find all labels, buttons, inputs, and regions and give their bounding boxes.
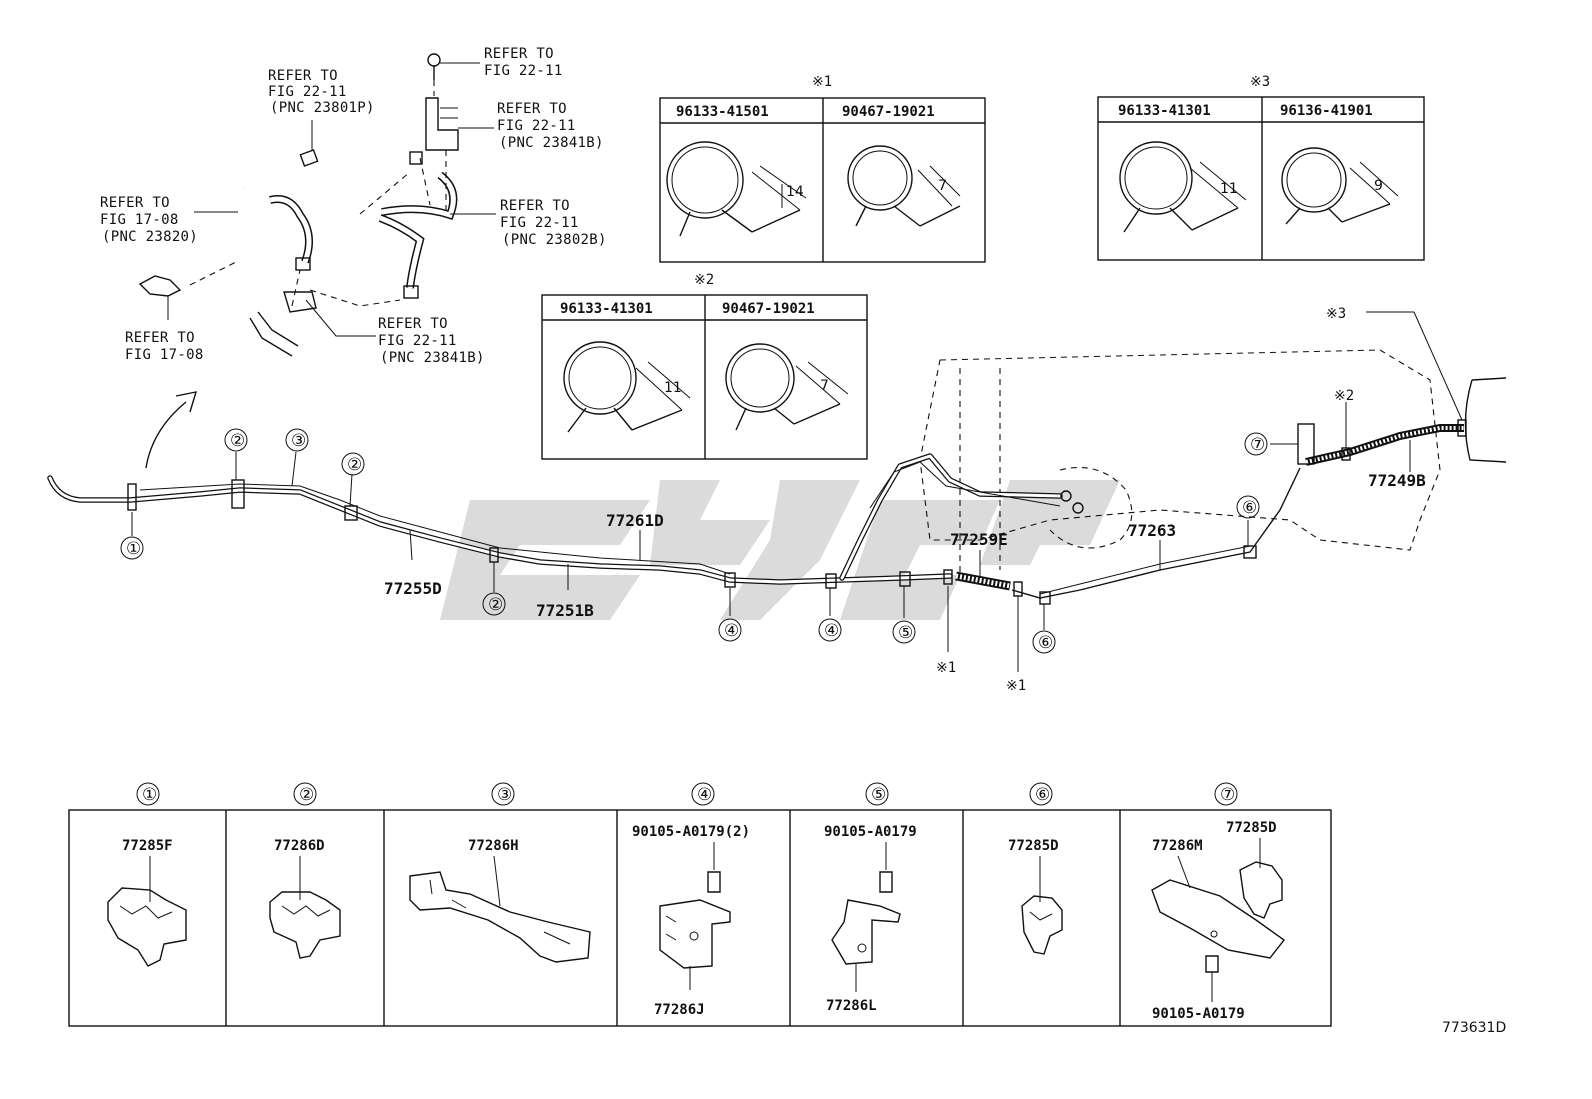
label-77259E: 77259E: [950, 530, 1008, 549]
callout-2c: ②: [482, 592, 506, 616]
ref-note-3: REFER TO FIG 22-11 (PNC 23841B): [497, 101, 604, 151]
clamp-table-2: ※2 96133-41301 90467-19021 11 7: [541, 272, 868, 460]
svg-text:11: 11: [1220, 181, 1238, 197]
callout-4b: ④: [818, 618, 842, 642]
callout-2a: ②: [224, 428, 248, 452]
cell4-part: 77286J: [654, 1002, 705, 1018]
svg-text:②: ②: [347, 455, 362, 475]
watermark-logo: [440, 480, 1120, 620]
parts-table: ① ② ③ ④ ⑤ ⑥ ⑦ 77285F 77286D 77286H 90105…: [68, 782, 1332, 1027]
ref-note-2: REFER TO FIG 22-11: [484, 46, 563, 79]
svg-text:96136-41901: 96136-41901: [1280, 103, 1373, 119]
ref-note-6: REFER TO FIG 17-08: [125, 330, 204, 363]
label-77249B: 77249B: [1368, 471, 1426, 490]
cell3-part: 77286H: [468, 838, 519, 854]
svg-text:③: ③: [291, 431, 306, 451]
svg-text:⑥: ⑥: [1038, 633, 1053, 653]
svg-text:④: ④: [824, 621, 839, 641]
svg-text:96133-41301: 96133-41301: [560, 301, 653, 317]
cell2-part: 77286D: [274, 838, 325, 854]
clamp-table-3: ※3 96133-41301 96136-41901 11 9: [1097, 74, 1425, 261]
cell5-part: 77286L: [826, 998, 877, 1014]
callout-5: ⑤: [892, 620, 916, 644]
svg-text:※3: ※3: [1250, 74, 1270, 90]
callout-1: ①: [120, 536, 144, 560]
reference-labels: REFER TO FIG 22-11 (PNC 23801P) REFER TO…: [100, 46, 607, 366]
label-77251B: 77251B: [536, 601, 594, 620]
svg-text:※2: ※2: [694, 272, 714, 288]
callout-markers: ① ② ③ ② ② ④ ④ ⑤ ⑥ ⑥ ⑦ ※1 ※1 ※2 ※3: [120, 306, 1354, 694]
svg-text:①: ①: [142, 785, 157, 805]
callout-2b: ②: [341, 452, 365, 476]
mark-x1b: ※1: [1006, 678, 1026, 694]
diagram-code: 773631D: [1442, 1020, 1506, 1036]
clamp-table-1: ※1 96133-41501 90467-19021 14 7: [659, 74, 986, 263]
svg-text:96133-41501: 96133-41501: [676, 104, 769, 120]
callout-7: ⑦: [1244, 432, 1268, 456]
cell7-bracket: 77286M: [1152, 838, 1203, 854]
ref-note-7: REFER TO FIG 22-11 (PNC 23841B): [378, 316, 485, 366]
upper-left-assembly: [138, 53, 496, 469]
label-77255D: 77255D: [384, 579, 442, 598]
cell1-part: 77285F: [122, 838, 173, 854]
svg-text:⑥: ⑥: [1242, 498, 1257, 518]
svg-text:7: 7: [938, 178, 947, 194]
svg-text:①: ①: [126, 539, 141, 559]
mark-x1a: ※1: [936, 660, 956, 676]
svg-text:②: ②: [299, 785, 314, 805]
mark-x3: ※3: [1326, 306, 1346, 322]
callout-6a: ⑥: [1032, 630, 1056, 654]
svg-text:11: 11: [664, 380, 682, 396]
svg-text:9: 9: [1374, 178, 1383, 194]
svg-text:②: ②: [488, 595, 503, 615]
ref-note-1: REFER TO FIG 22-11 (PNC 23801P): [268, 68, 375, 116]
label-77261D: 77261D: [606, 511, 664, 530]
svg-text:⑦: ⑦: [1220, 785, 1235, 805]
mark-x2: ※2: [1334, 388, 1354, 404]
svg-text:※1: ※1: [812, 74, 832, 90]
svg-text:⑥: ⑥: [1035, 785, 1050, 805]
ref-note-5: REFER TO FIG 22-11 (PNC 23802B): [500, 198, 607, 248]
svg-text:⑤: ⑤: [871, 785, 886, 805]
label-77263: 77263: [1128, 521, 1176, 540]
ref-note-4: REFER TO FIG 17-08 (PNC 23820): [100, 195, 198, 245]
svg-text:②: ②: [230, 431, 245, 451]
svg-text:④: ④: [697, 785, 712, 805]
callout-3: ③: [285, 428, 309, 452]
svg-text:14: 14: [786, 184, 804, 200]
fuel-tube-assembly: [47, 311, 1507, 672]
svg-text:7: 7: [820, 378, 829, 394]
cell6-part: 77285D: [1008, 838, 1059, 854]
svg-text:③: ③: [497, 785, 512, 805]
cell7-bolt: 90105-A0179: [1152, 1006, 1245, 1022]
cell7-clip: 77285D: [1226, 820, 1277, 836]
callout-6b: ⑥: [1236, 495, 1260, 519]
callout-4a: ④: [718, 618, 742, 642]
cell5-bolt: 90105-A0179: [824, 824, 917, 840]
table-headers: ① ② ③ ④ ⑤ ⑥ ⑦: [136, 782, 1238, 806]
svg-text:⑤: ⑤: [898, 623, 913, 643]
svg-text:96133-41301: 96133-41301: [1118, 103, 1211, 119]
svg-text:90467-19021: 90467-19021: [842, 104, 935, 120]
svg-text:⑦: ⑦: [1250, 435, 1265, 455]
cell4-bolt: 90105-A0179(2): [632, 824, 750, 840]
svg-text:90467-19021: 90467-19021: [722, 301, 815, 317]
part-number-labels: 77255D 77251B 77261D 77259E 77263 77249B: [384, 471, 1426, 620]
svg-text:④: ④: [724, 621, 739, 641]
